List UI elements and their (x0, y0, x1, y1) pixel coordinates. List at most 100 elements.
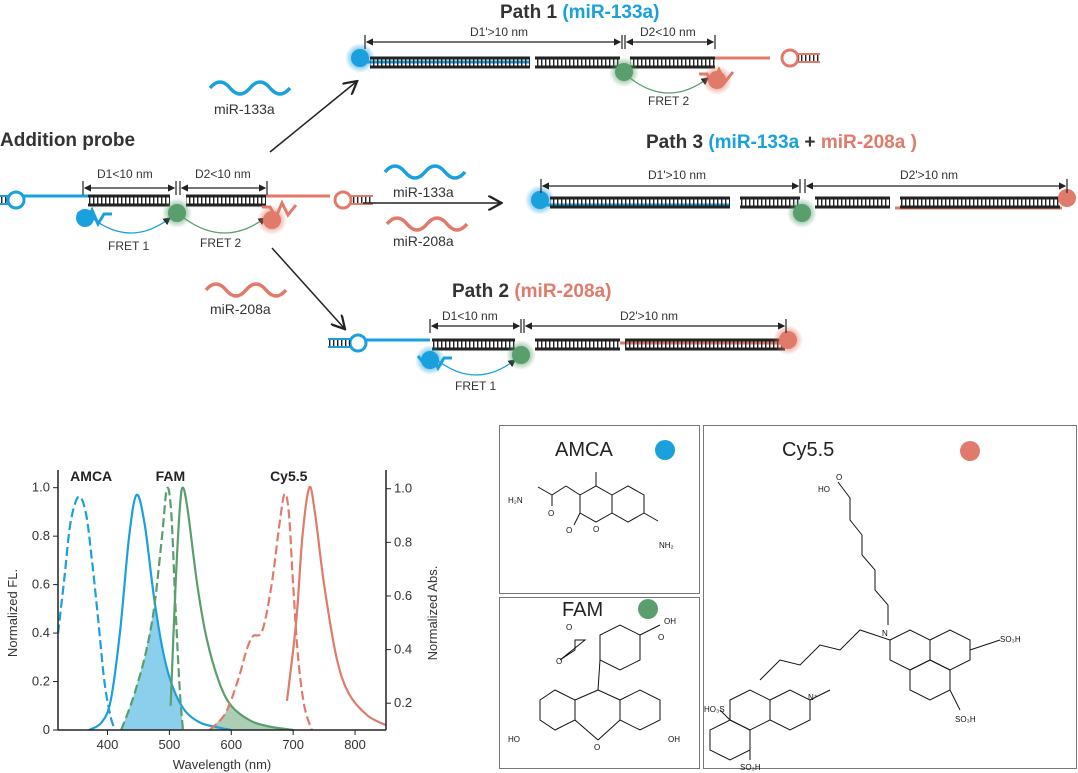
y2-tick-label: 0.4 (394, 642, 412, 657)
overlap-area (121, 603, 232, 730)
chart-xlabel: Wavelength (nm) (173, 757, 272, 772)
y2-tick-label: 1.0 (394, 481, 412, 496)
mir208a-wave-path3 (385, 216, 469, 232)
y-tick-label: 1.0 (32, 480, 50, 495)
y-tick-label: 0.4 (32, 625, 50, 640)
fam-name: FAM (562, 599, 603, 621)
svg-text:HO: HO (818, 485, 830, 494)
stem-rungs (351, 197, 373, 203)
fret-scheme-diagram: Path 1 (miR-133a) Addition probe Path 3 … (0, 2, 1076, 393)
mir133a-label-path3: miR-133a (393, 184, 454, 200)
duplex-rungs (740, 199, 800, 206)
y2-tick-label: 0.6 (394, 588, 412, 603)
duplex-rungs (815, 199, 890, 206)
mir208a-label-path3: miR-208a (393, 233, 454, 249)
svg-text:SO₃H: SO₃H (955, 715, 976, 724)
path2-title: Path 2 (miR-208a) (452, 281, 611, 302)
svg-text:OH: OH (664, 617, 676, 626)
cy55-acceptor-dot (708, 71, 726, 89)
path2-d1-label: D1<10 nm (442, 309, 498, 323)
cy55-acceptor-dot (779, 331, 797, 349)
dna-constructs (0, 35, 1076, 376)
duplex-rungs (535, 341, 620, 348)
x-tick-label: 500 (159, 737, 181, 752)
svg-text:O: O (556, 657, 562, 666)
svg-text:O: O (566, 623, 572, 632)
path2-d2-label: D2'>10 nm (620, 309, 678, 323)
amca-dye-dot (655, 440, 675, 460)
svg-text:O: O (658, 633, 664, 642)
x-tick-label: 700 (282, 737, 304, 752)
overlap-area (209, 702, 294, 730)
svg-text:N: N (882, 629, 888, 638)
cy55-panel (703, 425, 1077, 769)
fam-relay-dot (793, 204, 811, 222)
svg-text:O: O (566, 526, 572, 535)
svg-text:O: O (836, 473, 842, 482)
series-amca-em (88, 493, 232, 732)
fret-arrow (183, 217, 267, 234)
cy55-dye-dot (960, 441, 980, 461)
mir133a-wave-path1 (208, 80, 292, 96)
duplex-rungs (900, 199, 1060, 206)
path1-fret2-label: FRET 2 (648, 94, 689, 108)
series-amca-abs (56, 495, 116, 731)
svg-text:O: O (594, 743, 600, 752)
amca-structure: H₂N O O O NH₂ (508, 472, 674, 550)
fam-dye-dot (638, 599, 658, 619)
amca-panel (499, 425, 700, 594)
probe-fret1-label: FRET 1 (108, 239, 149, 253)
hairpin-loop (780, 48, 800, 68)
cy55-acceptor-dot (1058, 189, 1076, 207)
duplex-rungs (186, 197, 266, 204)
fret-arrow (629, 77, 710, 94)
cy55-name: Cy5.5 (782, 439, 834, 461)
chart-ylabel: Normalized FL. (5, 569, 20, 657)
y-tick-label: 0.2 (32, 674, 50, 689)
path3-d1-label: D1'>10 nm (648, 168, 706, 182)
dye-annotation: AMCA (70, 468, 112, 484)
duplex-rungs (370, 59, 530, 66)
x-tick-label: 600 (220, 737, 242, 752)
fam-structure: O O OH O HO O OH (508, 617, 680, 752)
fret-arrow (91, 217, 172, 234)
svg-text:O: O (593, 525, 599, 534)
dye-annotation: Cy5.5 (270, 468, 308, 484)
series-fam-em (169, 486, 294, 732)
path1-d2-label: D2<10 nm (640, 25, 696, 39)
y-tick-label: 0 (43, 722, 50, 737)
hairpin-loop (348, 333, 368, 353)
fam-relay-dot (615, 63, 633, 81)
svg-text:HO₃S: HO₃S (704, 705, 725, 714)
fret-arrow (436, 359, 517, 376)
chart-y2label: Normalized Abs. (425, 566, 440, 661)
path1-title: Path 1 (miR-133a) (500, 2, 659, 23)
probe-d2-label: D2<10 nm (195, 167, 251, 181)
arrow-to-path2 (271, 247, 344, 328)
stem-rungs (798, 55, 820, 61)
cy55-structure: O HO N SO₃H HO₃S N⁺ SO₃H SO₃H (704, 473, 1021, 772)
hairpin-loop (333, 190, 353, 210)
series-cy5-5-em (285, 485, 387, 727)
stem-rungs (328, 340, 350, 346)
mir133a-wave-path3 (383, 164, 467, 180)
x-tick-label: 400 (97, 737, 119, 752)
svg-text:HO: HO (508, 735, 520, 744)
path3-title: Path 3 (miR-133a + miR-208a ) (646, 132, 917, 153)
mir208a-label-path2: miR-208a (210, 301, 271, 317)
fam-relay-dot (512, 346, 530, 364)
duplex-rungs (550, 199, 730, 206)
probe-fret2-label: FRET 2 (200, 236, 241, 250)
svg-text:H₂N: H₂N (508, 496, 523, 505)
y-tick-label: 0.8 (32, 528, 50, 543)
path3-d2-label: D2'>10 nm (900, 168, 958, 182)
svg-text:SO₃H: SO₃H (1000, 635, 1021, 644)
x-tick-label: 800 (344, 737, 366, 752)
addition-probe-title: Addition probe (0, 130, 135, 151)
y2-tick-label: 0.2 (394, 695, 412, 710)
dye-annotation: FAM (156, 468, 186, 484)
svg-text:N⁺: N⁺ (808, 693, 818, 702)
amca-name: AMCA (555, 439, 613, 461)
cy55-acceptor-dot (263, 211, 281, 229)
